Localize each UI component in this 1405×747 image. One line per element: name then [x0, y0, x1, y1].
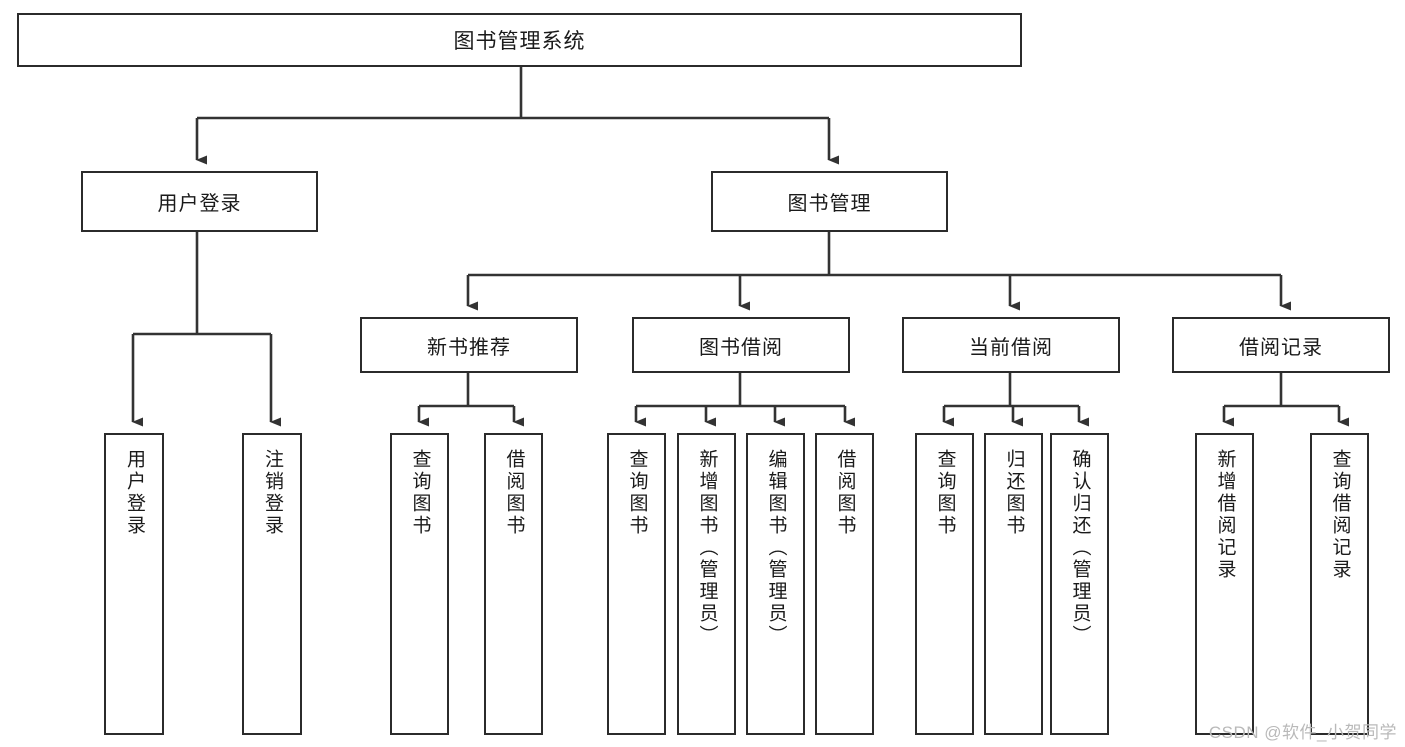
node-new-book-recommend-label: 新书推荐: [427, 336, 511, 359]
node-leaf-query-book-recommend-label: 查询图书: [409, 449, 431, 537]
node-borrow-record-label: 借阅记录: [1239, 336, 1323, 359]
node-leaf-add-book[interactable]: 新增图书（管理员）: [677, 433, 736, 735]
node-leaf-query-book-recommend[interactable]: 查询图书: [390, 433, 449, 735]
node-leaf-add-book-label: 新增图书（管理员）: [696, 449, 718, 647]
node-leaf-add-borrow-record-label: 新增借阅记录: [1214, 449, 1236, 581]
node-leaf-query-book-current[interactable]: 查询图书: [915, 433, 974, 735]
node-leaf-logout-label: 注销登录: [261, 449, 283, 537]
node-book-borrow[interactable]: 图书借阅: [632, 317, 850, 373]
node-leaf-query-borrow-record[interactable]: 查询借阅记录: [1310, 433, 1369, 735]
node-leaf-query-book-borrow-label: 查询图书: [626, 449, 648, 537]
node-leaf-query-book-borrow[interactable]: 查询图书: [607, 433, 666, 735]
node-leaf-return-book-label: 归还图书: [1003, 449, 1025, 537]
node-book-manage-label: 图书管理: [787, 193, 872, 215]
node-leaf-query-borrow-record-label: 查询借阅记录: [1329, 449, 1351, 581]
node-book-manage[interactable]: 图书管理: [711, 171, 948, 232]
node-leaf-edit-book[interactable]: 编辑图书（管理员）: [746, 433, 805, 735]
node-root[interactable]: 图书管理系统: [17, 13, 1022, 67]
node-user-login[interactable]: 用户登录: [81, 171, 318, 232]
node-leaf-borrow-book-recommend[interactable]: 借阅图书: [484, 433, 543, 735]
node-borrow-record[interactable]: 借阅记录: [1172, 317, 1390, 373]
node-leaf-edit-book-label: 编辑图书（管理员）: [765, 449, 787, 647]
node-leaf-borrow-book-recommend-label: 借阅图书: [503, 449, 525, 537]
node-leaf-add-borrow-record[interactable]: 新增借阅记录: [1195, 433, 1254, 735]
node-leaf-confirm-return-label: 确认归还（管理员）: [1069, 449, 1091, 647]
node-current-borrow-label: 当前借阅: [969, 336, 1053, 359]
csdn-watermark: CSDN @软件_小贺同学: [1208, 723, 1397, 742]
node-leaf-logout[interactable]: 注销登录: [242, 433, 302, 735]
node-book-borrow-label: 图书借阅: [699, 336, 783, 359]
node-new-book-recommend[interactable]: 新书推荐: [360, 317, 578, 373]
node-leaf-user-login[interactable]: 用户登录: [104, 433, 164, 735]
node-root-label: 图书管理系统: [453, 30, 586, 53]
node-leaf-query-book-current-label: 查询图书: [934, 449, 956, 537]
node-leaf-borrow-book-label: 借阅图书: [834, 449, 856, 537]
node-leaf-user-login-label: 用户登录: [123, 449, 145, 537]
node-leaf-borrow-book[interactable]: 借阅图书: [815, 433, 874, 735]
node-leaf-return-book[interactable]: 归还图书: [984, 433, 1043, 735]
node-current-borrow[interactable]: 当前借阅: [902, 317, 1120, 373]
node-leaf-confirm-return[interactable]: 确认归还（管理员）: [1050, 433, 1109, 735]
node-user-login-label: 用户登录: [157, 193, 242, 215]
